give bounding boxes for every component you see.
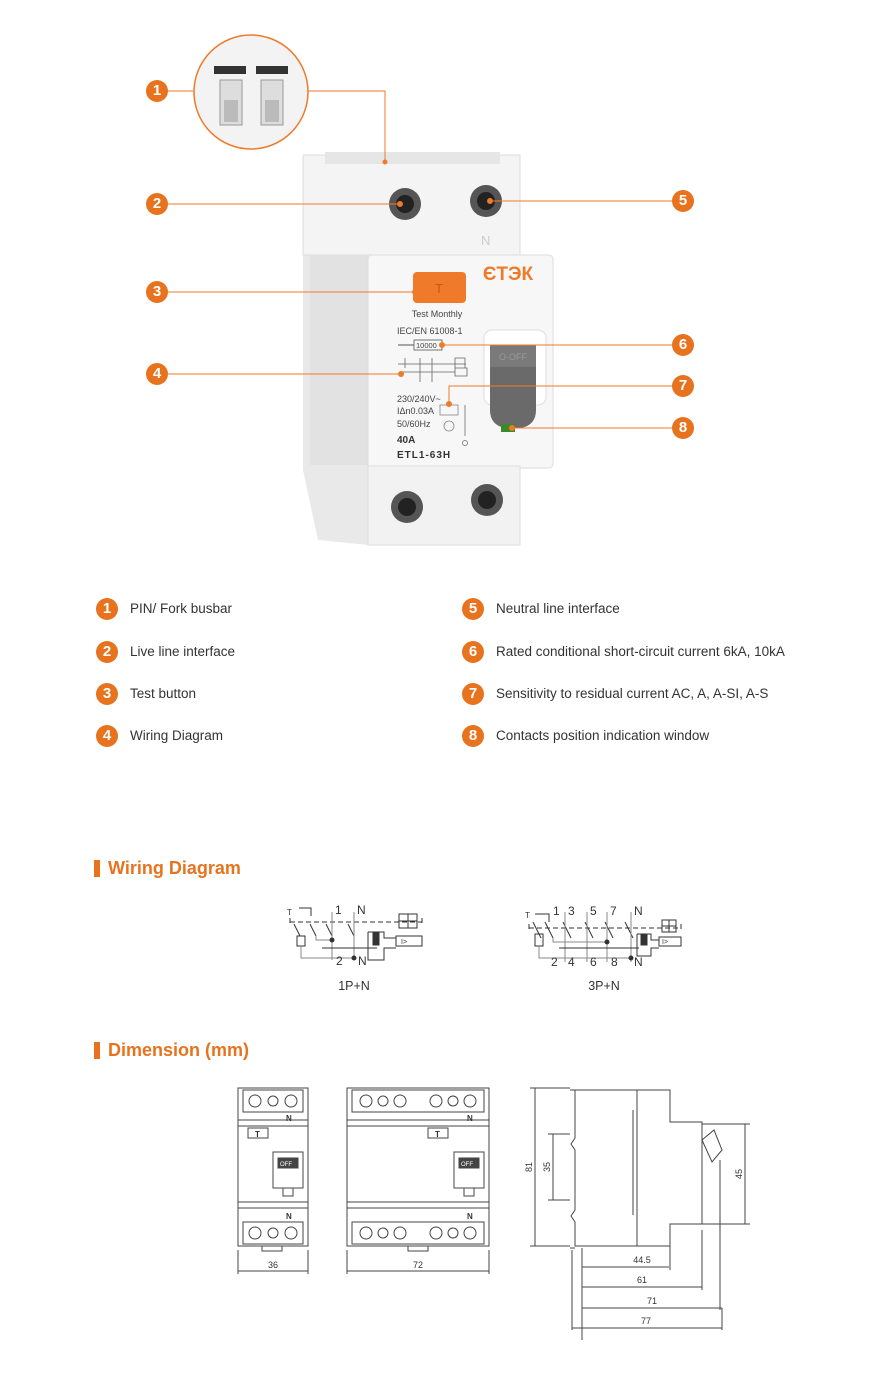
callout-badge-5: 5 [672,190,694,212]
test-button: T [413,272,466,303]
svg-text:6: 6 [590,955,597,969]
svg-text:2: 2 [336,954,343,968]
svg-text:T: T [255,1130,260,1139]
wiring-diagrams: T 1 N 2 N I> T 1 3 5 7 N 2 4 [287,903,682,969]
svg-text:OFF: OFF [280,1162,292,1168]
short-circuit-rating: 10000 [416,341,437,350]
voltage-label: 230/240V~ [397,394,441,404]
dimension-title-text: Dimension (mm) [108,1040,250,1060]
brand-logo: ЄТЭК [483,264,534,285]
residual-current-label: IΔn0.03A [397,406,434,416]
svg-text:T: T [525,911,530,920]
legend-label: Test button [130,686,197,701]
legend-badge: 6 [462,641,484,663]
legend-badge: 7 [462,683,484,705]
legend-badge: 4 [96,725,118,747]
svg-text:7: 7 [610,904,617,918]
dim-rail: 35 [542,1162,552,1172]
contact-indicator-window [501,424,515,432]
legend-label: Live line interface [130,644,236,659]
svg-text:OFF: OFF [461,1162,473,1168]
dim-depth-71: 71 [647,1296,657,1306]
svg-text:I>: I> [662,939,668,946]
legend-label: Contacts position indication window [496,728,710,743]
svg-text:1: 1 [553,904,560,918]
callout-badge-1: 1 [146,80,168,102]
svg-text:N: N [357,903,366,917]
callout-leaders [168,90,672,431]
legend-badge: 8 [462,725,484,747]
legend-label: Wiring Diagram [130,728,224,743]
legend-label: Neutral line interface [496,601,620,616]
svg-text:T: T [435,1130,440,1139]
svg-text:N: N [286,1212,292,1221]
front-view-2-pole [237,1087,309,1274]
device-body: N [302,152,554,546]
svg-text:T: T [435,281,443,296]
svg-text:N: N [358,954,367,968]
dim-height-total: 81 [524,1162,534,1172]
svg-text:N: N [634,955,643,969]
callout-badge-4: 4 [146,363,168,385]
svg-text:N: N [634,904,643,918]
svg-text:N: N [286,1114,292,1123]
wiring-section-title: Wiring Diagram [94,858,241,879]
callout-badge-2: 2 [146,193,168,215]
svg-text:T: T [287,908,292,917]
dimension-drawings: 36 72 81 35 45 44.5 61 71 77 N N N N T T… [237,1087,750,1340]
svg-text:I>: I> [401,939,407,946]
wiring-caption-3p-n: 3P+N [588,979,620,993]
dim-width-2p: 36 [268,1260,278,1270]
callout-badge-8: 8 [672,417,694,439]
frequency-label: 50/60Hz [397,419,431,429]
busbar-magnifier [193,34,309,150]
dim-width-4p: 72 [413,1260,423,1270]
legend-label: PIN/ Fork busbar [130,601,233,616]
svg-text:4: 4 [568,955,575,969]
legend-label: Rated conditional short-circuit current … [496,644,785,659]
callout-badge-7: 7 [672,375,694,397]
test-monthly-label: Test Monthly [412,309,463,319]
product-illustration: N T ЄТЭК Test Monthly IEC/EN 61008-1 100… [168,34,672,546]
legend-badge: 3 [96,683,118,705]
svg-text:N: N [467,1114,473,1123]
dim-depth-61: 61 [637,1275,647,1285]
standard-label: IEC/EN 61008-1 [397,326,463,336]
svg-text:1: 1 [335,903,342,917]
side-view [530,1087,750,1340]
legend-badge: 2 [96,641,118,663]
rated-current-label: 40A [397,435,415,446]
model-label: ETL1-63H [397,450,451,461]
dimension-section-title: Dimension (mm) [94,1040,249,1061]
svg-text:O-OFF: O-OFF [499,352,527,362]
wiring-mark [398,357,468,382]
callout-badge-3: 3 [146,281,168,303]
svg-text:N: N [467,1212,473,1221]
dim-depth-77: 77 [641,1316,651,1326]
wiring-diagram-1p-n: T 1 N 2 N I> [287,903,423,968]
dim-depth-44-5: 44.5 [633,1255,651,1265]
svg-text:3: 3 [568,904,575,918]
legend-badge: 1 [96,598,118,620]
callout-badge-6: 6 [672,334,694,356]
svg-text:5: 5 [590,904,597,918]
wiring-caption-1p-n: 1P+N [338,979,370,993]
wiring-diagram-3p-n: T 1 3 5 7 N 2 4 6 8 N I> [525,904,682,969]
dim-front-height: 45 [734,1169,744,1179]
svg-text:2: 2 [551,955,558,969]
legend-badge: 5 [462,598,484,620]
svg-text:N: N [481,233,490,248]
svg-text:8: 8 [611,955,618,969]
front-view-4-pole [346,1087,490,1274]
wiring-title-text: Wiring Diagram [108,858,241,878]
legend-label: Sensitivity to residual current AC, A, A… [496,686,769,701]
